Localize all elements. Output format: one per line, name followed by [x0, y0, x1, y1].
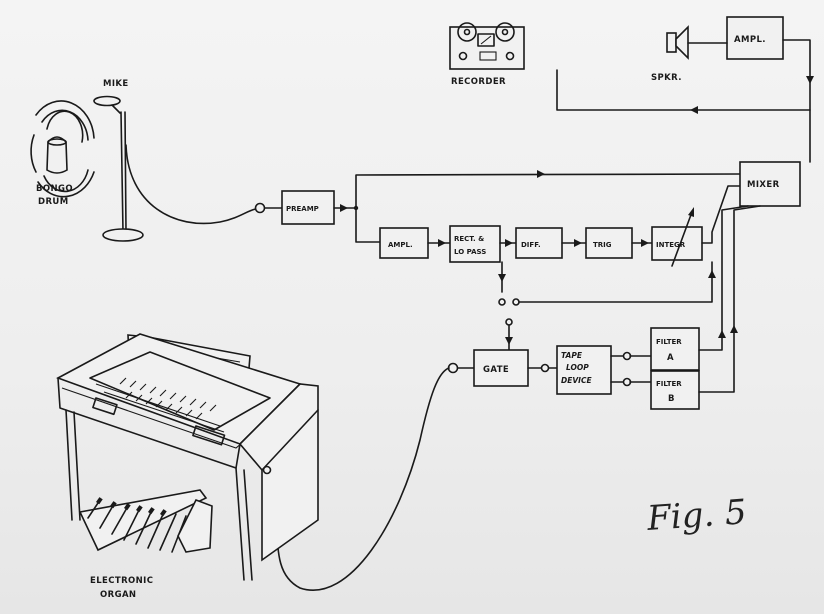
integrator-arrowhead	[688, 207, 694, 217]
arrow-to-gate	[505, 337, 513, 345]
filter-b-box	[650, 370, 700, 410]
amplifier-label: AMPL.	[388, 241, 413, 249]
arrow-rect-diff	[505, 239, 513, 247]
arrow-filter-a-up	[718, 330, 726, 338]
arrow-ampl-rect	[438, 239, 446, 247]
filter-a-to-mixer-line	[698, 205, 749, 351]
recorder-icon	[449, 22, 525, 70]
tape-loop-device-box	[556, 345, 612, 395]
speaker-label: SPKR.	[651, 73, 682, 83]
arrow-left-recorder	[690, 106, 698, 114]
arrow-to-mixer	[537, 170, 545, 178]
tape-loop-label-line1: TAPE	[561, 351, 583, 360]
arrow-trig-integr	[641, 239, 649, 247]
arrow-filter-b-up	[730, 325, 738, 333]
preamp-label: PREAMP	[286, 205, 319, 213]
preamp-box	[281, 190, 335, 225]
arrow-up-amp	[806, 76, 814, 84]
gate-output-jack	[540, 363, 550, 373]
tape-loop-label-line3: DEVICE	[561, 376, 592, 385]
rectifier-label-line1: RECT. &	[454, 235, 484, 243]
differentiator-label: DIFF.	[521, 241, 541, 249]
filter-a-label-line1: FILTER	[656, 338, 682, 346]
bongo-label-line2: DRUM	[38, 197, 69, 207]
tape-loop-label-line2: LOOP	[566, 363, 589, 372]
recorder-line	[556, 69, 811, 111]
filter-a-label-line2: A	[667, 353, 674, 363]
speaker-icon	[666, 25, 689, 60]
integrator-variable-arrow	[671, 211, 693, 267]
trigger-label: TRIG	[593, 241, 612, 249]
rectifier-lowpass-box	[449, 225, 501, 263]
integrator-label: INTEGR	[656, 241, 686, 249]
organ-label-line2: ORGAN	[100, 590, 136, 600]
bongo-drum-icon	[30, 100, 95, 198]
output-amplifier-label: AMPL.	[734, 35, 766, 45]
filter-b-label-line2: B	[668, 394, 675, 404]
gate-control-contact	[505, 318, 513, 326]
gate-label: GATE	[483, 365, 509, 375]
amplifier-box	[379, 227, 429, 259]
mike-jack	[254, 202, 266, 214]
output-amplifier-box	[726, 16, 784, 60]
gate-box	[473, 349, 529, 387]
electronic-organ-icon	[56, 333, 319, 581]
figure-label: Fig. 5	[645, 492, 748, 539]
filter-a-box	[650, 327, 700, 371]
arrow-switch-up	[708, 270, 716, 278]
differentiator-box	[515, 227, 563, 259]
mike-cable	[125, 144, 257, 225]
filter-b-label-line1: FILTER	[656, 380, 682, 388]
switch-contact-b	[512, 298, 520, 306]
organ-label-line1: ELECTRONIC	[90, 576, 153, 586]
integrator-to-mixer-line	[701, 185, 741, 244]
preamp-to-chain-line	[355, 207, 381, 243]
rectifier-label-line2: LO PASS	[454, 248, 486, 256]
organ-jack	[447, 362, 459, 374]
mixer-label: MIXER	[747, 180, 780, 190]
mike-label: MIKE	[103, 79, 129, 89]
mixer-box	[739, 161, 801, 207]
switch-contact-a	[498, 298, 506, 306]
preamp-to-mixer-line	[355, 173, 741, 209]
switch-to-integrator-line	[518, 261, 713, 303]
mixer-to-amplifier-line	[782, 39, 811, 163]
microphone-icon	[93, 95, 144, 242]
filter-b-to-mixer-line	[698, 205, 761, 393]
bongo-label-line1: BONGO	[36, 184, 73, 194]
recorder-label: RECORDER	[451, 77, 506, 87]
arrow-rect-switch	[498, 274, 506, 282]
arrow-diff-trig	[574, 239, 582, 247]
arrow-preamp-out	[340, 204, 348, 212]
